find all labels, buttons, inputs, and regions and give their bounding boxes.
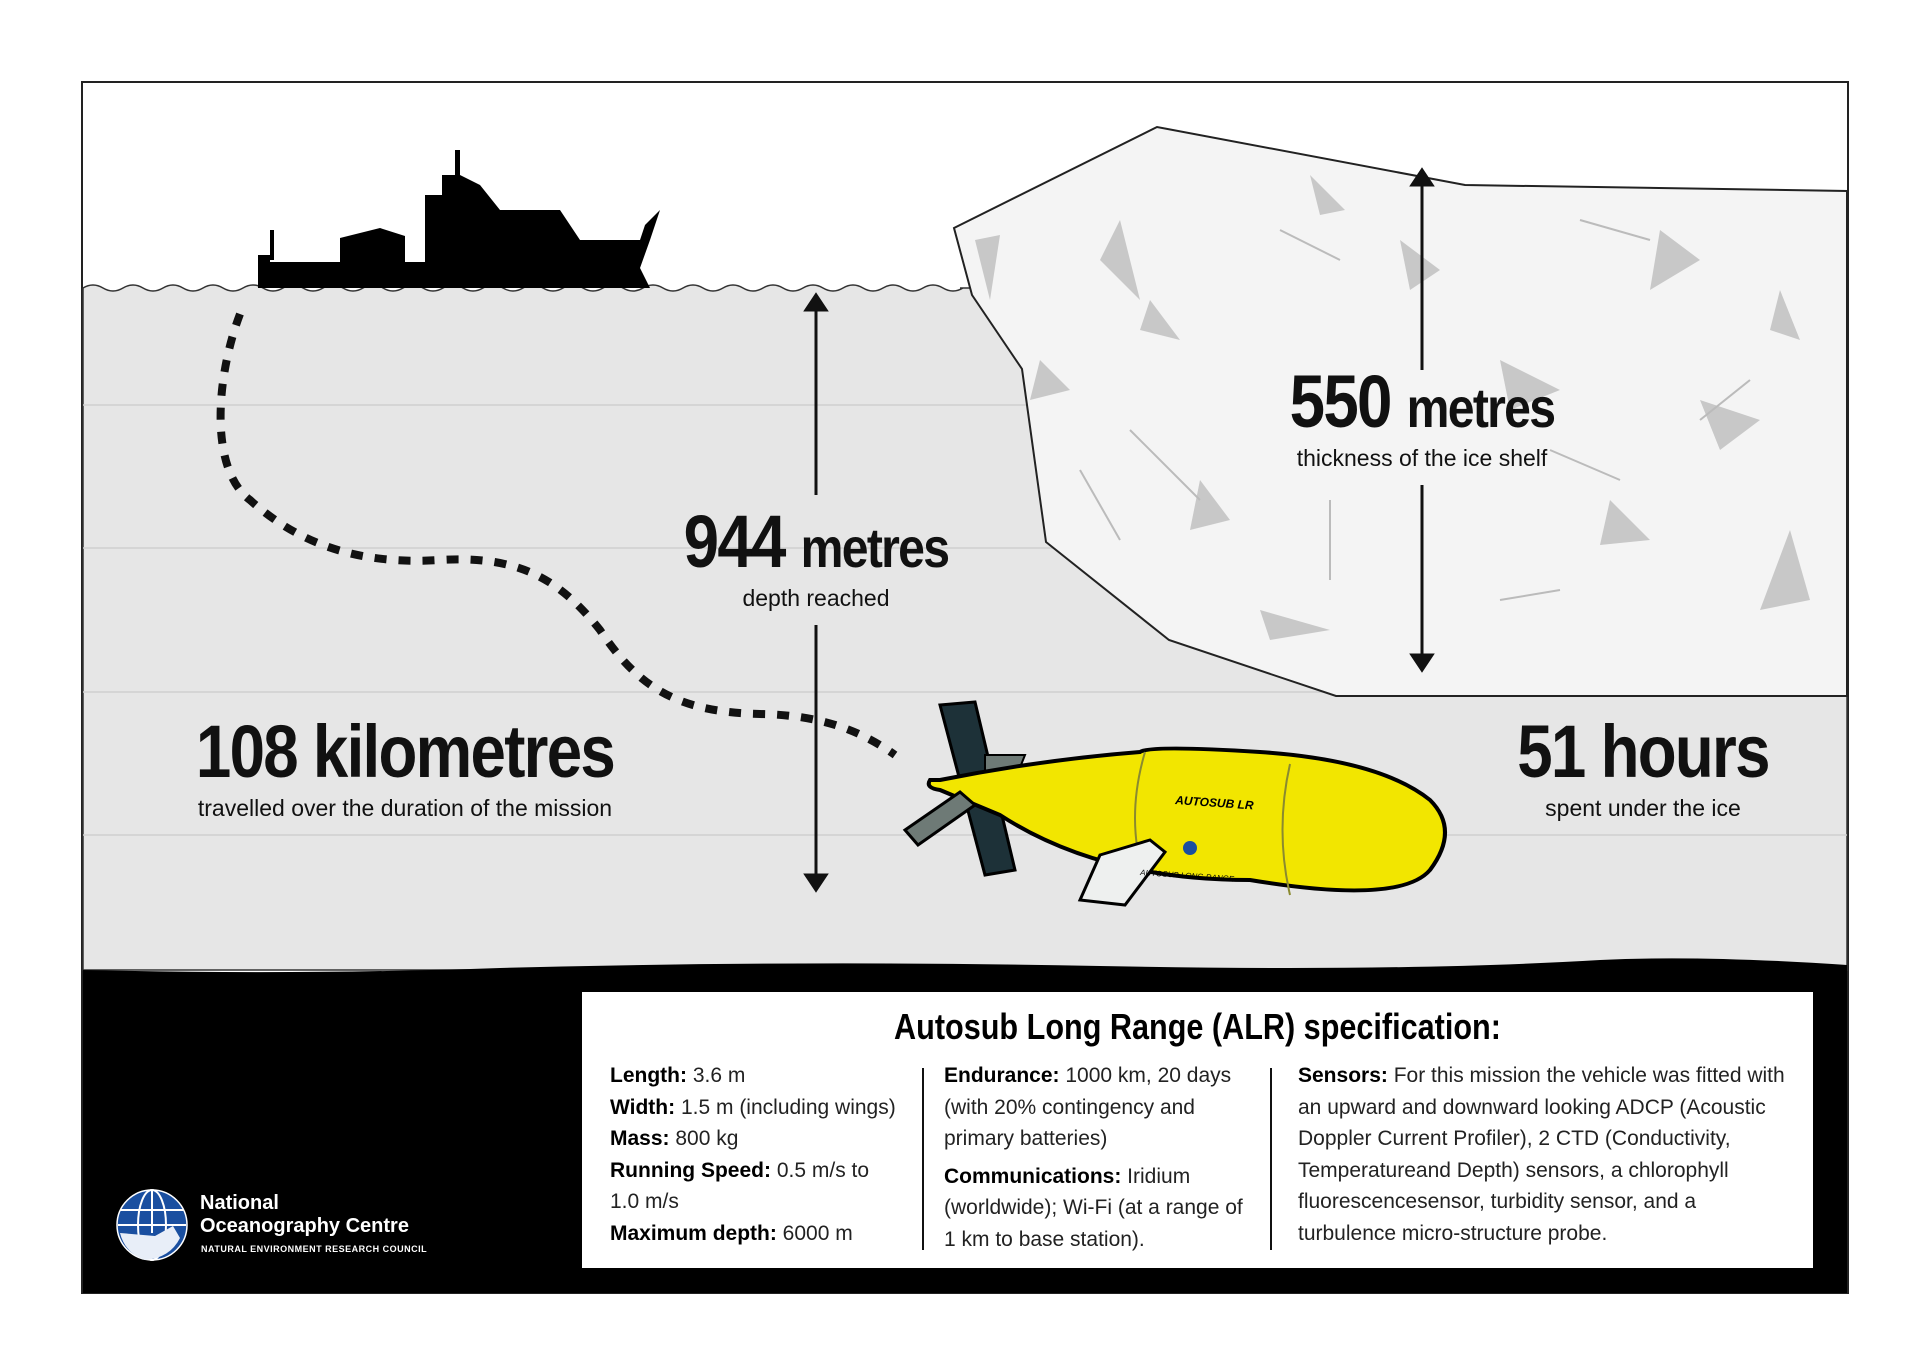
spec-col-endurance: Endurance: 1000 km, 20 days (with 20% co… <box>944 1060 1254 1255</box>
depth-unit: metres <box>800 516 950 579</box>
ice-shelf <box>952 125 1848 697</box>
spec-col-dimensions: Length: 3.6 m Width: 1.5 m (including wi… <box>610 1060 920 1249</box>
vehicle-label: AUTOSUB LR <box>1174 793 1255 813</box>
time-unit: hours <box>1600 710 1771 793</box>
divider <box>1270 1068 1272 1250</box>
stat-distance: 108 kilometres travelled over the durati… <box>105 715 705 822</box>
spec-key: Endurance: <box>944 1064 1060 1087</box>
depth-arrow <box>803 292 829 893</box>
ice-caption: thickness of the ice shelf <box>1296 445 1548 471</box>
spec-value: 1000 km, 20 days (with 20% contingency a… <box>944 1064 1232 1150</box>
ship-silhouette <box>258 150 660 288</box>
logo-line1: National <box>200 1192 279 1214</box>
stat-ice-thickness: 550 metres thickness of the ice shelf <box>1222 365 1622 472</box>
stat-depth: 944 metres depth reached <box>616 505 1016 612</box>
time-value: 51 <box>1517 710 1586 793</box>
spec-panel: Autosub Long Range (ALR) specification: … <box>582 992 1813 1268</box>
stat-time: 51 hours spent under the ice <box>1443 715 1843 822</box>
ice-thickness-arrow <box>1409 167 1435 673</box>
divider <box>922 1068 924 1250</box>
spec-col-sensors: Sensors: For this mission the vehicle wa… <box>1298 1060 1788 1249</box>
ice-cracks <box>1079 219 1751 601</box>
spec-key: Communications: <box>944 1164 1122 1188</box>
depth-value: 944 <box>683 500 787 583</box>
spec-value: 800 kg <box>669 1127 739 1150</box>
spec-key: Length: <box>610 1064 687 1087</box>
spec-key: Running Speed: <box>610 1158 771 1182</box>
distance-caption: travelled over the duration of the missi… <box>197 795 613 821</box>
time-caption: spent under the ice <box>1545 795 1741 821</box>
spec-key: Mass: <box>610 1127 670 1150</box>
spec-value: 0.5 m/s to 1.0 m/s <box>610 1158 870 1214</box>
spec-key: Maximum depth: <box>610 1221 777 1245</box>
ice-shards <box>975 175 1810 640</box>
spec-value: For this mission the vehicle was fitted … <box>1298 1064 1785 1245</box>
spec-value: 1.5 m (including wings) <box>675 1095 896 1119</box>
logo-line2: Oceanography Centre <box>200 1215 409 1237</box>
spec-key: Sensors: <box>1298 1064 1388 1087</box>
noc-logo: National Oceanography Centre NATURAL ENV… <box>115 1188 427 1267</box>
ice-value: 550 <box>1289 360 1393 443</box>
vehicle-decal-icon <box>1183 841 1197 855</box>
spec-value: 6000 m <box>776 1221 853 1245</box>
mission-track <box>216 312 898 759</box>
spec-value: 3.6 m <box>686 1064 746 1087</box>
ice-unit: metres <box>1406 376 1556 439</box>
depth-caption: depth reached <box>742 585 890 611</box>
distance-value: 108 <box>195 710 299 793</box>
spec-key: Width: <box>610 1095 676 1119</box>
globe-icon <box>116 1189 188 1261</box>
spec-title: Autosub Long Range (ALR) specification: <box>894 1006 1501 1047</box>
distance-unit: kilometres <box>312 710 616 793</box>
logo-line3: NATURAL ENVIRONMENT RESEARCH COUNCIL <box>201 1244 428 1254</box>
spec-value: Iridium (worldwide); Wi-Fi (at a range o… <box>944 1164 1243 1251</box>
